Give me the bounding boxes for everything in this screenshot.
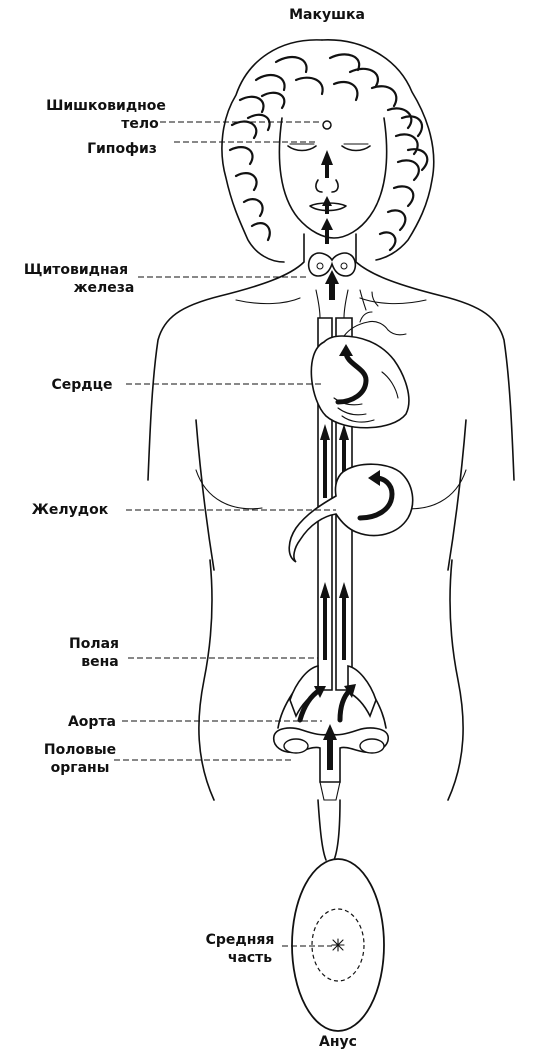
- label-thyroid-line2: железа: [74, 280, 135, 296]
- label-genitals-line1: Половые: [44, 742, 116, 758]
- anus-inset: [292, 859, 384, 1031]
- arrow-up-face-3: [321, 218, 333, 244]
- label-pineal-line2: тело: [121, 116, 159, 132]
- arrow-up-neck: [325, 270, 339, 300]
- label-genitals-line2: органы: [51, 760, 110, 776]
- right-eye: [342, 146, 370, 151]
- arrow-up-face-1: [321, 150, 333, 178]
- anus-center-mark: [332, 939, 344, 951]
- label-thyroid-line1: Щитовидная: [24, 262, 128, 278]
- label-anus: Анус: [319, 1034, 357, 1050]
- label-aorta: Аорта: [68, 714, 116, 730]
- label-crown: Макушка: [289, 7, 365, 23]
- label-middle-line2: часть: [228, 950, 272, 966]
- label-pineal-line1: Шишковидное: [46, 98, 166, 114]
- left-eye: [288, 146, 316, 151]
- face: [279, 118, 386, 244]
- label-heart: Сердце: [52, 377, 113, 393]
- thyroid-gland: [309, 253, 378, 318]
- label-vena-cava-line2: вена: [81, 654, 118, 670]
- label-pituitary: Гипофиз: [87, 141, 157, 157]
- arrow-pelvis-right: [340, 690, 350, 720]
- label-stomach: Желудок: [32, 502, 109, 518]
- pineal-marker: [323, 121, 331, 129]
- arrow-up-face-2: [322, 196, 332, 214]
- label-middle-line1: Средняя: [206, 932, 275, 948]
- label-vena-cava-line1: Полая: [69, 636, 119, 652]
